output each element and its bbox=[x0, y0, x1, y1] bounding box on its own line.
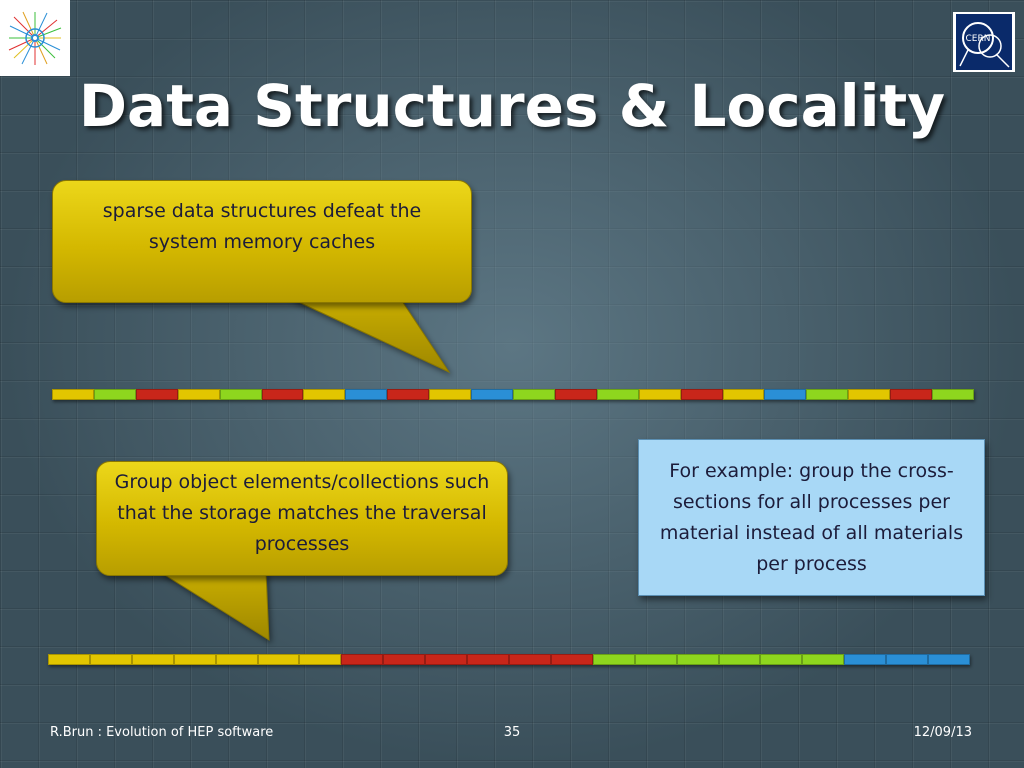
memory-cell-green bbox=[219, 389, 262, 400]
memory-cell-green bbox=[806, 389, 849, 400]
memory-cell-green bbox=[596, 389, 639, 400]
callout-group-elements: Group object elements/collections such t… bbox=[96, 461, 508, 576]
memory-cell-blue bbox=[928, 654, 970, 665]
memory-cell-yellow bbox=[89, 654, 132, 665]
memory-cell-blue bbox=[345, 389, 388, 400]
cern-logo-text: CERN bbox=[966, 34, 991, 44]
memory-cell-blue bbox=[764, 389, 807, 400]
memory-cell-green bbox=[802, 654, 845, 665]
memory-cell-yellow bbox=[257, 654, 300, 665]
example-note-box: For example: group the cross-sections fo… bbox=[638, 439, 985, 596]
particle-logo-icon bbox=[0, 0, 70, 76]
memory-cell-green bbox=[512, 389, 555, 400]
memory-cell-red bbox=[261, 389, 304, 400]
memory-cell-blue bbox=[471, 389, 513, 400]
memory-cell-red bbox=[135, 389, 178, 400]
memory-cell-yellow bbox=[131, 654, 174, 665]
memory-cell-yellow bbox=[173, 654, 216, 665]
memory-cell-red bbox=[425, 654, 468, 665]
memory-cell-red bbox=[387, 389, 430, 400]
memory-cell-blue bbox=[844, 654, 887, 665]
memory-cell-green bbox=[592, 654, 635, 665]
memory-bar-scattered bbox=[52, 389, 974, 400]
memory-cell-blue bbox=[886, 654, 929, 665]
memory-cell-green bbox=[93, 389, 136, 400]
footer-page-number: 35 bbox=[503, 725, 521, 740]
memory-cell-yellow bbox=[52, 389, 94, 400]
memory-cell-red bbox=[680, 389, 723, 400]
memory-cell-red bbox=[508, 654, 551, 665]
callout-sparse-data: sparse data structures defeat the system… bbox=[52, 180, 472, 303]
memory-cell-green bbox=[760, 654, 803, 665]
callout-group-elements-text: Group object elements/collections such t… bbox=[114, 471, 490, 555]
cern-logo-icon: CERN bbox=[953, 12, 1015, 72]
example-note-text: For example: group the cross-sections fo… bbox=[659, 459, 964, 575]
memory-cell-yellow bbox=[638, 389, 681, 400]
memory-cell-red bbox=[550, 654, 593, 665]
memory-cell-red bbox=[341, 654, 384, 665]
memory-cell-yellow bbox=[429, 389, 472, 400]
slide-title: Data Structures & Locality bbox=[78, 72, 946, 140]
memory-cell-green bbox=[932, 389, 974, 400]
memory-cell-yellow bbox=[303, 389, 346, 400]
memory-cell-yellow bbox=[722, 389, 765, 400]
memory-cell-yellow bbox=[215, 654, 258, 665]
callout-sparse-data-text: sparse data structures defeat the system… bbox=[102, 199, 422, 253]
memory-cell-yellow bbox=[299, 654, 342, 665]
footer-author: R.Brun : Evolution of HEP software bbox=[50, 725, 274, 740]
memory-cell-red bbox=[467, 654, 509, 665]
memory-cell-yellow bbox=[848, 389, 891, 400]
footer-date: 12/09/13 bbox=[913, 725, 972, 740]
memory-cell-yellow bbox=[177, 389, 220, 400]
memory-bar-grouped bbox=[48, 654, 970, 665]
memory-cell-red bbox=[383, 654, 426, 665]
memory-cell-red bbox=[554, 389, 597, 400]
memory-cell-green bbox=[634, 654, 677, 665]
memory-cell-green bbox=[718, 654, 761, 665]
memory-cell-yellow bbox=[48, 654, 90, 665]
memory-cell-green bbox=[676, 654, 719, 665]
memory-cell-red bbox=[890, 389, 933, 400]
